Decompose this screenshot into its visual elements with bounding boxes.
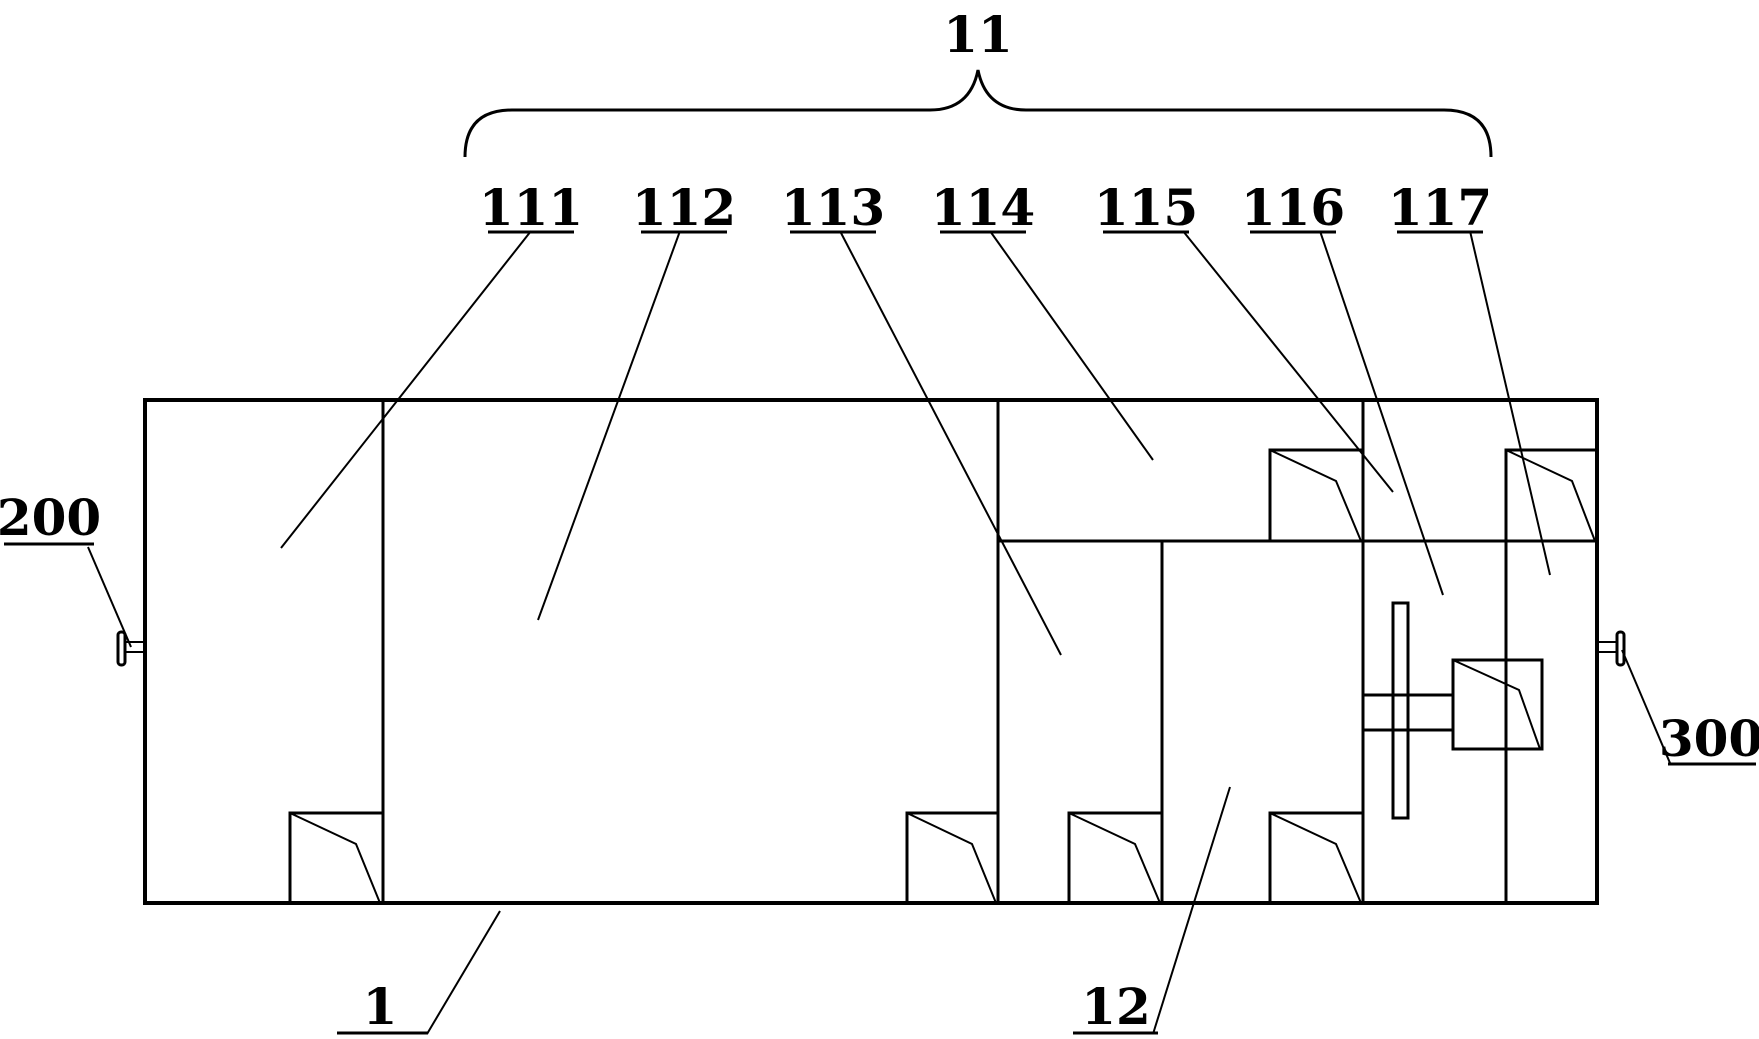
leader-300	[1621, 649, 1671, 764]
label-12: 12	[1081, 977, 1151, 1036]
inlet-pipe	[116, 630, 146, 667]
label-1: 1	[363, 977, 398, 1036]
leader-112	[537, 230, 681, 621]
outlet-pipe	[1596, 630, 1626, 667]
label-11: 11	[943, 5, 1013, 64]
leader-114	[989, 230, 1154, 461]
mixer-blade	[1391, 601, 1410, 820]
mixer-assembly	[1361, 601, 1544, 820]
weir-box	[1268, 448, 1365, 543]
label-113: 113	[781, 178, 885, 237]
label-200: 200	[0, 488, 101, 547]
weir-box	[288, 811, 385, 905]
weir-box	[905, 811, 1000, 905]
label-114: 114	[931, 178, 1035, 237]
label-300: 300	[1659, 709, 1759, 768]
leader-113	[839, 230, 1062, 656]
label-111: 111	[479, 178, 583, 237]
leader-116	[1319, 230, 1444, 596]
mixer-motor-diagonal	[1452, 659, 1541, 750]
leader-111	[280, 230, 532, 549]
leader-12	[1152, 786, 1231, 1035]
label-115: 115	[1094, 178, 1198, 237]
leader-115	[1182, 230, 1394, 493]
leader-1	[426, 910, 501, 1035]
weir-box	[1067, 811, 1164, 905]
label-112: 112	[632, 178, 736, 237]
label-116: 116	[1241, 178, 1345, 237]
leader-200	[87, 546, 132, 648]
weir-box	[1504, 448, 1599, 543]
group-brace	[463, 69, 1493, 158]
leader-117	[1469, 230, 1551, 576]
weir-box	[1268, 811, 1365, 905]
mixer-motor	[1451, 658, 1544, 751]
label-117: 117	[1388, 178, 1492, 237]
